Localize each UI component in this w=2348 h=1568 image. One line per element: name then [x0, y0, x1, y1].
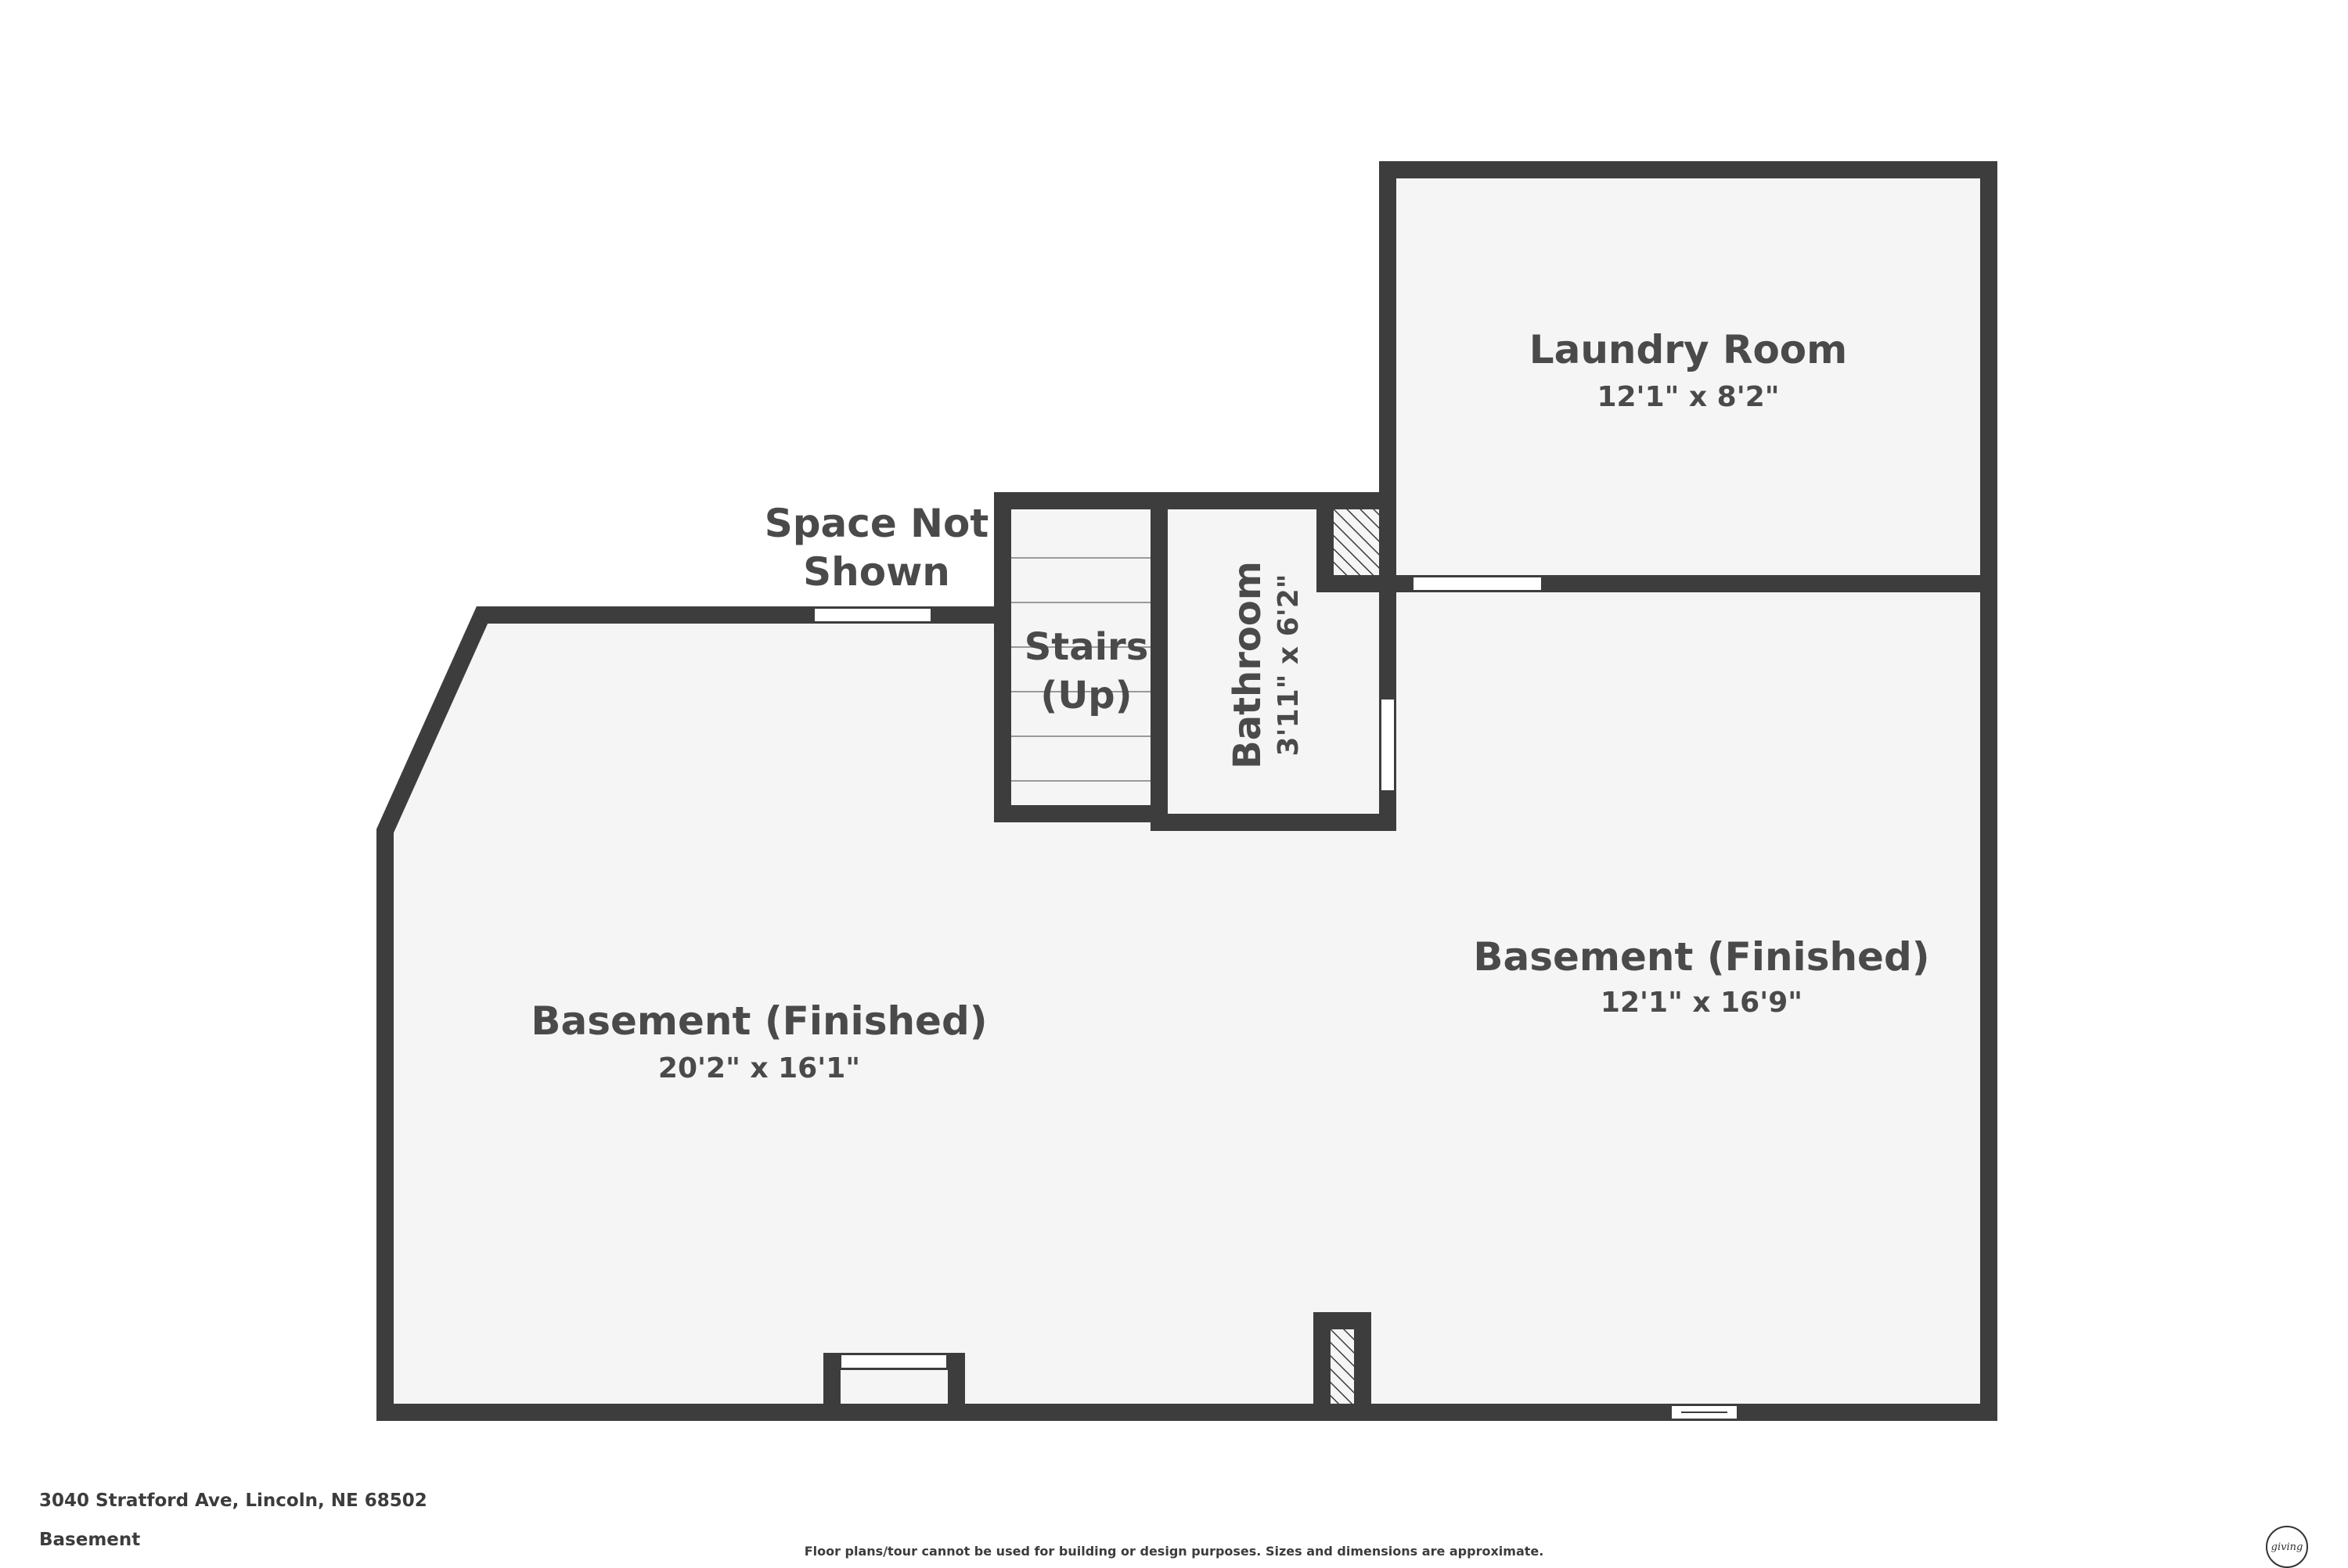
- basement-left-dims: 20'2" x 16'1": [658, 1052, 860, 1084]
- window-top-left: [813, 607, 932, 623]
- bathroom-name: Bathroom: [1226, 561, 1269, 769]
- utility-shaft-hatch: [1334, 509, 1379, 575]
- floor-level-label: Basement: [39, 1530, 141, 1550]
- brand-logo-text: giving: [2271, 1541, 2303, 1553]
- stairs-floor: [1003, 501, 1159, 814]
- laundry-room-dims: 12'1" x 8'2": [1597, 381, 1779, 413]
- window-laundry-door: [1412, 576, 1543, 592]
- stairs-line1: Stairs: [1025, 625, 1149, 669]
- basement-right-name: Basement (Finished): [1473, 934, 1929, 980]
- windows: [813, 576, 1738, 1420]
- window-bathroom-side: [1380, 698, 1395, 792]
- space-not-shown-line1: Space Not: [765, 501, 989, 546]
- laundry-room-name: Laundry Room: [1529, 327, 1848, 372]
- column-hatch: [1331, 1329, 1354, 1404]
- stair-treads: [1010, 557, 1154, 782]
- bathroom-dims: 3'11" x 6'2": [1273, 574, 1305, 756]
- brand-logo: giving: [2266, 1526, 2308, 1568]
- basement-left-floor: [385, 584, 1989, 1412]
- property-address: 3040 Stratford Ave, Lincoln, NE 68502: [39, 1491, 427, 1511]
- stairs-line2: (Up): [1040, 674, 1132, 717]
- disclaimer-text: Floor plans/tour cannot be used for buil…: [804, 1544, 1544, 1559]
- space-not-shown-line2: Shown: [803, 549, 950, 595]
- basement-right-dims: 12'1" x 16'9": [1601, 987, 1802, 1019]
- basement-left-name: Basement (Finished): [531, 998, 987, 1044]
- laundry-room-floor: [1388, 170, 1989, 584]
- window-chimney-top: [840, 1354, 948, 1369]
